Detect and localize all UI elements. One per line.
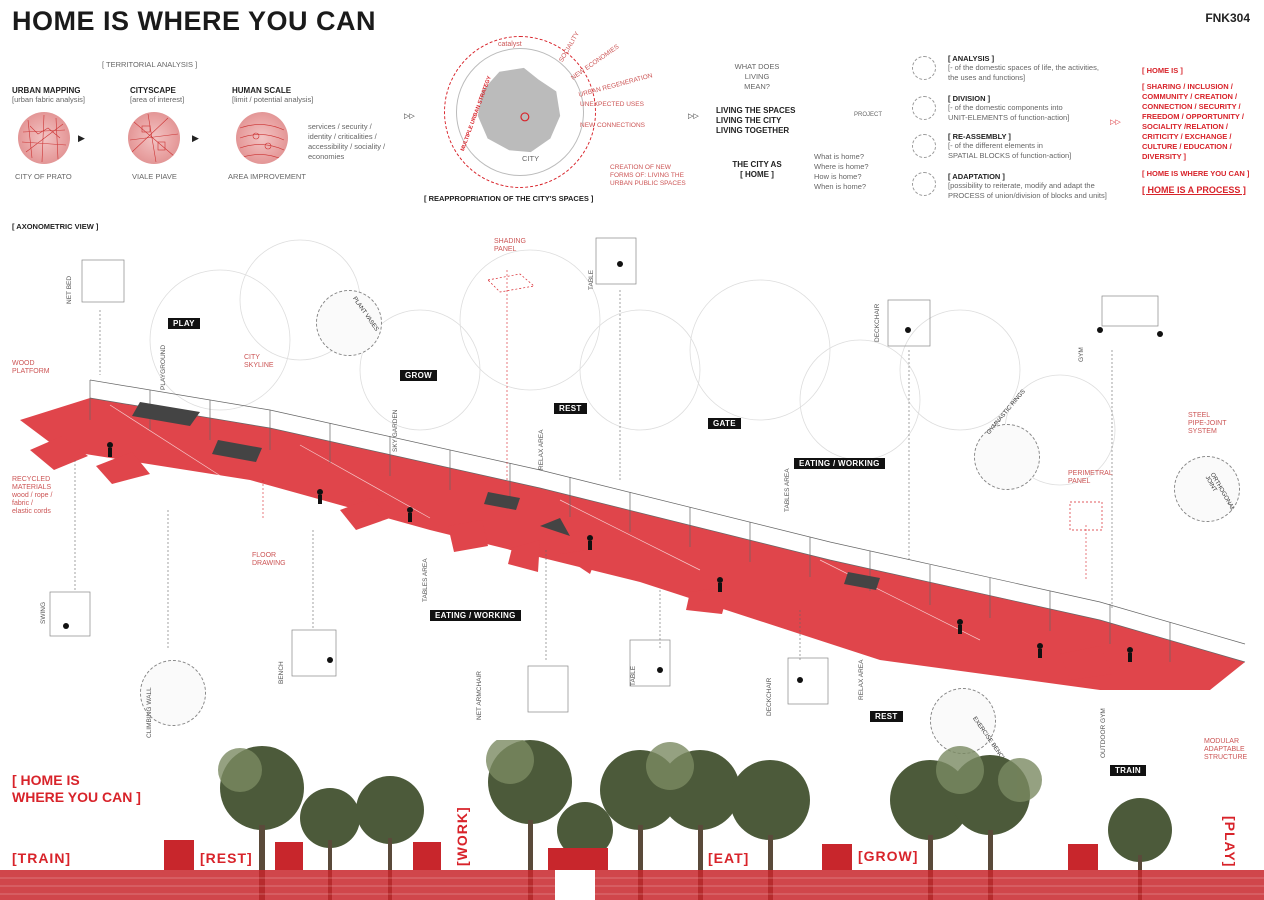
- climbing-wall-detail: [140, 660, 206, 726]
- zone-label-play: [PLAY]: [1222, 816, 1238, 868]
- creation-text: CREATION OF NEW FORMS OF: LIVING THE URB…: [610, 164, 686, 187]
- vlabel: SWING: [40, 601, 47, 624]
- human-scale-image: [236, 112, 288, 164]
- gymnastic-rings-detail: [974, 424, 1040, 490]
- plant-vases-detail: [316, 290, 382, 356]
- zone-tag-rest: REST: [554, 403, 587, 414]
- zone-tag-eating-working: EATING / WORKING: [430, 610, 521, 621]
- bottom-slogan: [ HOME IS WHERE YOU CAN ]: [12, 772, 141, 805]
- zone-label-rest: [REST]: [200, 850, 253, 866]
- double-arrow-icon: ▷▷: [1110, 119, 1121, 126]
- cityscape-image: [128, 112, 180, 164]
- urban-map-image: [18, 112, 70, 164]
- vlabel: NET BED: [66, 275, 73, 304]
- double-arrow-icon: ▷▷: [688, 113, 699, 120]
- division-icon: [912, 96, 936, 120]
- vlabel: NET ARMCHAIR: [476, 671, 483, 720]
- vlabel: DECKCHAIR: [766, 677, 773, 716]
- zone-label-eat: [EAT]: [708, 850, 750, 866]
- col-sub: [limit / potential analysis]: [232, 95, 314, 104]
- zone-label-work: [WORK]: [454, 806, 470, 866]
- col-title: URBAN MAPPING: [12, 86, 81, 95]
- zone-label-grow: [GROW]: [858, 848, 919, 864]
- vlabel: SKY GARDEN: [392, 409, 399, 452]
- col-sub: [urban fabric analysis]: [12, 95, 85, 104]
- home-is-block: [ HOME IS ] [ SHARING / INCLUSION / COMM…: [1142, 66, 1250, 195]
- vlabel: BENCH: [278, 661, 285, 684]
- catalyst-label: catalyst: [498, 41, 522, 48]
- process-step: [ ADAPTATION ] [possibility to reiterate…: [948, 172, 1107, 200]
- vlabel: RELAX AREA: [858, 659, 865, 700]
- zone-tag-gate: GATE: [708, 418, 741, 429]
- arrow-icon: ▶: [78, 133, 85, 143]
- col-title: CITYSCAPE: [130, 86, 176, 95]
- col-title: HUMAN SCALE: [232, 86, 292, 95]
- col-human-scale: HUMAN SCALE [limit / potential analysis]: [232, 86, 313, 105]
- col-caption: CITY OF PRATO: [15, 172, 72, 181]
- zone-tag-eating-working: EATING / WORKING: [794, 458, 885, 469]
- elevation-drawing: [0, 740, 1264, 900]
- project-label: PROJECT: [854, 112, 883, 118]
- axo-heading: [ AXONOMETRIC VIEW ]: [12, 222, 99, 231]
- col-sub: [area of interest]: [130, 95, 185, 104]
- zone-tag-play: PLAY: [168, 318, 200, 329]
- process-step: [ DIVISION ] [- of the domestic componen…: [948, 94, 1070, 122]
- city-ring: [456, 48, 584, 176]
- zone-tag-train: TRAIN: [1110, 765, 1146, 776]
- vlabel: TABLES AREA: [784, 468, 791, 512]
- catalyst-item: NEW CONNECTIONS: [580, 122, 645, 129]
- col-cityscape: CITYSCAPE [area of interest]: [130, 86, 184, 105]
- zone-tag-grow: GROW: [400, 370, 437, 381]
- arrow-icon: ▶: [192, 133, 199, 143]
- adaptation-icon: [912, 172, 936, 196]
- page-title: HOME IS WHERE YOU CAN: [12, 6, 377, 36]
- analysis-icon: [912, 56, 936, 80]
- analysis-factors: services / security / identity / critica…: [308, 122, 386, 161]
- axonometric-drawing: [20, 237, 1246, 713]
- process-step: [ ANALYSIS ] [- of the domestic spaces o…: [948, 54, 1099, 82]
- col-urban-mapping: URBAN MAPPING [urban fabric analysis]: [12, 86, 85, 105]
- vlabel: RELAX AREA: [538, 429, 545, 470]
- project-code: FNK304: [1205, 11, 1250, 25]
- reappropriation-label: [ REAPPROPRIATION OF THE CITY'S SPACES ]: [424, 194, 594, 203]
- city-map-icon: [470, 62, 568, 160]
- catalyst-ring: [444, 36, 596, 188]
- col-caption: VIALE PIAVE: [132, 172, 177, 181]
- home-questions: What is home? Where is home? How is home…: [814, 152, 869, 191]
- vlabel: DECKCHAIR: [874, 303, 881, 342]
- vlabel: TABLE: [630, 665, 637, 686]
- city-as-home: THE CITY AS [ HOME ]: [732, 160, 782, 179]
- orthogonal-joint-detail: [1174, 456, 1240, 522]
- vlabel: PLAYGROUND: [160, 344, 167, 390]
- double-arrow-icon: ▷▷: [404, 113, 415, 120]
- reassembly-icon: [912, 134, 936, 158]
- zone-tag-rest: REST: [870, 711, 903, 722]
- catalyst-item: UNEXPECTED USES: [580, 101, 644, 108]
- zone-label-train: [TRAIN]: [12, 850, 72, 866]
- territorial-heading: [ TERRITORIAL ANALYSIS ]: [102, 60, 198, 69]
- living-list: LIVING THE SPACES LIVING THE CITY LIVING…: [716, 106, 796, 135]
- living-question: WHAT DOES LIVING MEAN?: [734, 62, 780, 91]
- vlabel: TABLE: [588, 269, 595, 290]
- vlabel: GYM: [1078, 347, 1085, 362]
- city-label: CITY: [522, 154, 540, 163]
- vlabel: TABLES AREA: [422, 558, 429, 602]
- process-step: [ RE-ASSEMBLY ] [- of the different elem…: [948, 132, 1072, 160]
- vlabel: CLIMBING WALL: [146, 687, 153, 738]
- col-caption: AREA IMPROVEMENT: [228, 172, 306, 181]
